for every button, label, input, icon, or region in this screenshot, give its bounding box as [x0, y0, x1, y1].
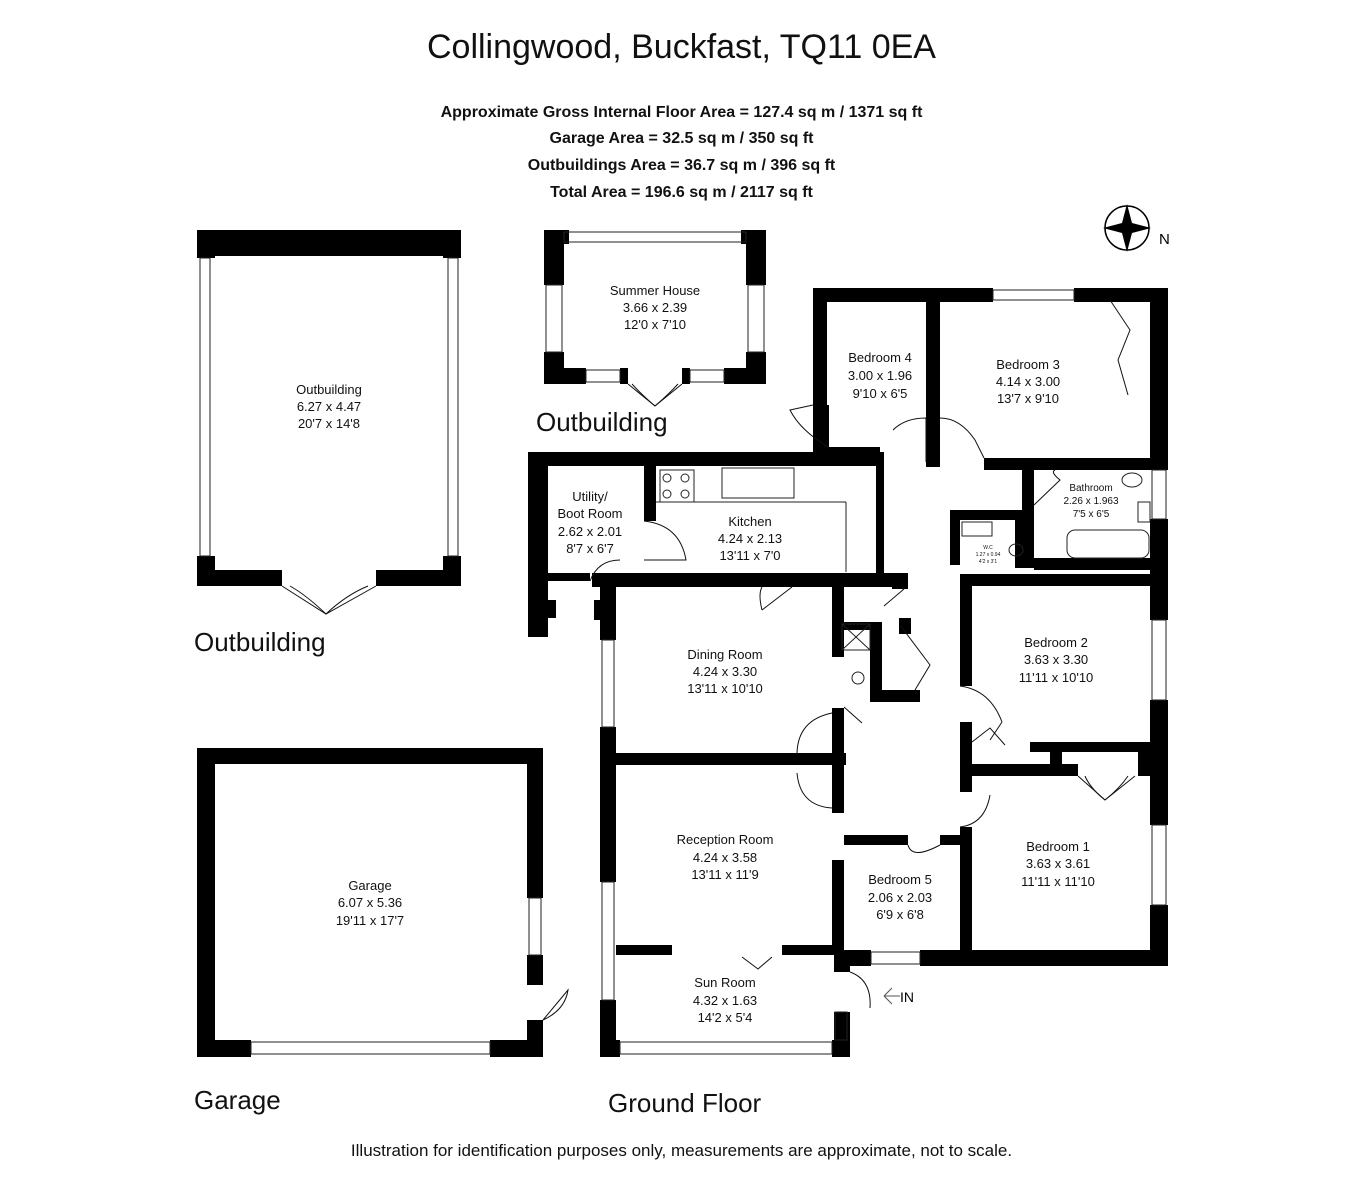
room-bedroom4-name: Bedroom 4 — [848, 350, 912, 365]
room-utility-name-line1: Utility/ — [572, 489, 608, 504]
compass-icon — [1103, 204, 1151, 252]
room-bathroom-metric: 2.26 x 1.963 — [1063, 496, 1118, 507]
sink-icon — [721, 467, 795, 499]
outbuildings-area-text: Outbuildings Area = 36.7 sq m / 396 sq f… — [527, 157, 836, 174]
room-summer-house-metric: 3.66 x 2.39 — [623, 300, 687, 315]
room-bathroom-name: Bathroom — [1069, 483, 1112, 494]
entrance-arrow-icon — [883, 987, 900, 1005]
room-bedroom5-name: Bedroom 5 — [868, 872, 932, 887]
plan-title: Collingwood, Buckfast, TQ11 0EA — [426, 28, 936, 66]
boiler-icon — [851, 671, 865, 685]
room-wc-metric: 1.27 x 0.94 — [976, 552, 1001, 558]
room-bedroom2-imperial: 11'11 x 10'10 — [1019, 670, 1094, 685]
room-dining-metric: 4.24 x 3.30 — [693, 664, 757, 679]
room-garage-name: Garage — [348, 878, 391, 893]
room-bedroom4-metric: 3.00 x 1.96 — [848, 368, 912, 383]
room-bedroom3-name: Bedroom 3 — [996, 357, 1060, 372]
room-summer-house-imperial: 12'0 x 7'10 — [624, 317, 686, 332]
garage-area-text: Garage Area = 32.5 sq m / 350 sq ft — [549, 130, 814, 147]
section-label-garage: Garage — [194, 1085, 281, 1115]
disclaimer-text: Illustration for identification purposes… — [350, 1141, 1013, 1160]
walls — [197, 230, 1168, 1057]
room-garage-metric: 6.07 x 5.36 — [338, 895, 402, 910]
room-kitchen-imperial: 13'11 x 7'0 — [719, 548, 780, 563]
room-utility-name-line2: Boot Room — [557, 506, 622, 521]
room-outbuilding-name: Outbuilding — [296, 382, 362, 397]
entrance-label: IN — [900, 989, 914, 1005]
room-bedroom1-imperial: 11'11 x 11'10 — [1021, 874, 1095, 889]
total-area-text: Total Area = 196.6 sq m / 2117 sq ft — [550, 184, 813, 201]
room-reception-imperial: 13'11 x 11'9 — [691, 867, 758, 882]
room-bedroom5-imperial: 6'9 x 6'8 — [876, 907, 924, 922]
shower-icon — [841, 623, 871, 651]
gross-area-text: Approximate Gross Internal Floor Area = … — [440, 104, 923, 121]
section-label-outbuilding: Outbuilding — [194, 627, 326, 657]
fixtures — [656, 467, 1151, 685]
room-summer-house-name: Summer House — [610, 283, 700, 298]
bath-icon — [1066, 529, 1150, 559]
room-bedroom3-imperial: 13'7 x 9'10 — [997, 391, 1059, 406]
doors — [281, 299, 1136, 1021]
room-wc-imperial: 4'2 x 3'1 — [979, 559, 998, 565]
room-bedroom4-imperial: 9'10 x 6'5 — [853, 386, 908, 401]
room-bedroom2-metric: 3.63 x 3.30 — [1024, 652, 1088, 667]
room-kitchen-name: Kitchen — [728, 514, 771, 529]
room-kitchen-metric: 4.24 x 2.13 — [718, 531, 782, 546]
compass-north-label: N — [1159, 231, 1170, 248]
room-utility-metric: 2.62 x 2.01 — [558, 524, 622, 539]
wc-toilet-icon — [1008, 543, 1024, 557]
room-bedroom1-name: Bedroom 1 — [1026, 839, 1090, 854]
room-reception-name: Reception Room — [677, 832, 774, 847]
room-outbuilding-imperial: 20'7 x 14'8 — [298, 416, 360, 431]
windows — [199, 231, 1167, 1055]
room-sun-room-imperial: 14'2 x 5'4 — [698, 1010, 753, 1025]
room-sun-room-metric: 4.32 x 1.63 — [693, 993, 757, 1008]
room-dining-name: Dining Room — [687, 647, 762, 662]
room-utility-imperial: 8'7 x 6'7 — [566, 541, 614, 556]
section-label-ground-floor: Ground Floor — [608, 1088, 762, 1118]
room-outbuilding-metric: 6.27 x 4.47 — [297, 399, 361, 414]
room-sun-room-name: Sun Room — [694, 975, 755, 990]
room-bathroom-imperial: 7'5 x 6'5 — [1073, 509, 1110, 520]
room-bedroom1-metric: 3.63 x 3.61 — [1026, 856, 1090, 871]
room-garage-imperial: 19'11 x 17'7 — [336, 913, 404, 928]
room-dining-imperial: 13'11 x 10'10 — [687, 681, 763, 696]
room-bedroom3-metric: 4.14 x 3.00 — [996, 374, 1060, 389]
room-wc-name: W.C — [983, 545, 993, 551]
section-label-summer-outbuilding: Outbuilding — [536, 407, 668, 437]
room-reception-metric: 4.24 x 3.58 — [693, 850, 757, 865]
bath-basin-icon — [1137, 501, 1151, 523]
room-bedroom2-name: Bedroom 2 — [1024, 635, 1088, 650]
room-bedroom5-metric: 2.06 x 2.03 — [868, 890, 932, 905]
toilet-icon — [1121, 472, 1143, 488]
basin-icon — [961, 521, 993, 537]
